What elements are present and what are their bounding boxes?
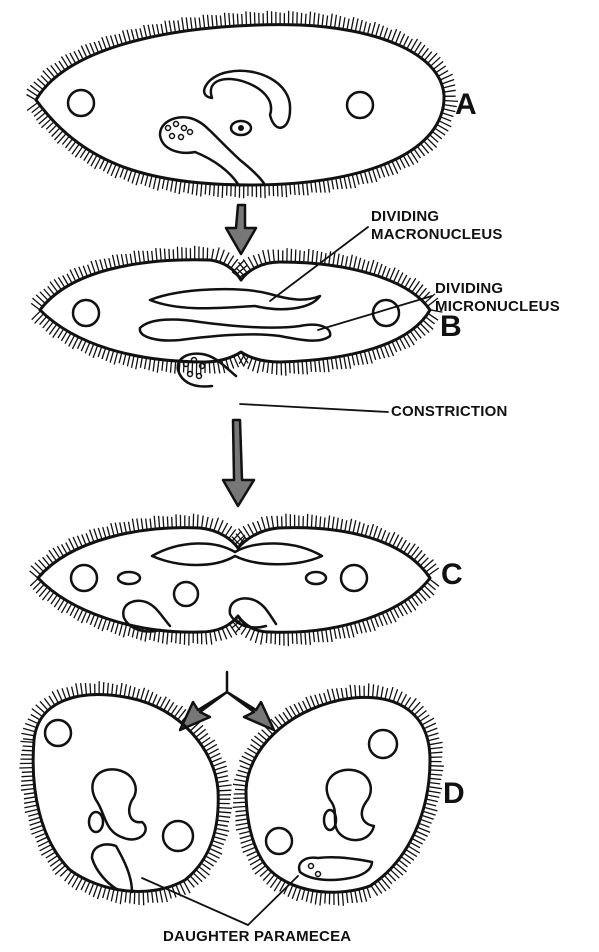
arrow-c-to-d-left [180, 692, 227, 730]
cell-d-left-micronucleus [89, 812, 103, 832]
cell-c-micronucleus-right [306, 572, 326, 584]
cell-a-food-vacuole-dots [166, 122, 193, 140]
stage-label-a: A [455, 90, 477, 120]
label-dividing-macronucleus-line1: DIVIDING [371, 208, 503, 226]
cell-c-outline-cilia [30, 514, 439, 647]
cell-a-contractile-vacuole-right [347, 92, 373, 118]
arrow-c-to-d-right [227, 692, 274, 730]
cell-a-contractile-vacuole-left [68, 90, 94, 116]
cell-c-vacuole-center [174, 582, 198, 606]
stage-label-b: B [440, 312, 462, 342]
cell-c-food-vacuole-right [230, 599, 276, 628]
cell-c-vacuole-left-outer [71, 565, 97, 591]
cell-c-vacuole-right-outer [341, 565, 367, 591]
stage-label-d: D [443, 779, 465, 809]
arrow-a-to-b [226, 205, 256, 254]
label-dividing-macronucleus-line2: MACRONUCLEUS [371, 226, 503, 244]
arrow-b-to-c [223, 420, 254, 506]
pointer-constriction [240, 404, 388, 412]
label-constriction: CONSTRICTION [391, 403, 508, 421]
cell-b-dividing-macronucleus [150, 289, 320, 309]
label-dividing-micronucleus: DIVIDING MICRONUCLEUS [435, 280, 560, 316]
cell-a-outline-cilia [27, 11, 458, 199]
stage-label-c: C [441, 560, 463, 590]
label-daughter-paramecea: DAUGHTER PARAMECEA [163, 928, 351, 946]
pointer-macronucleus [270, 227, 368, 301]
cell-c-food-vacuole-left [123, 601, 170, 632]
label-dividing-micronucleus-line1: DIVIDING [435, 280, 560, 298]
cell-c-micronucleus-left [118, 572, 140, 584]
cell-d-right-vacuole-bottom [266, 828, 292, 854]
cell-d-left-vacuole-bottom [163, 821, 193, 851]
pointer-micronucleus [318, 296, 432, 330]
cell-d-right-vacuole-top [369, 730, 397, 758]
cell-d-left-vacuole-top [45, 720, 71, 746]
cell-a-macronucleus [204, 71, 290, 128]
label-dividing-macronucleus: DIVIDING MACRONUCLEUS [371, 208, 503, 244]
label-dividing-micronucleus-line2: MICRONUCLEUS [435, 298, 560, 316]
cell-a-food-vacuole-gullet [160, 117, 265, 185]
cell-b-contractile-vacuole-left [73, 300, 99, 326]
cell-b-dividing-micronucleus [140, 320, 330, 341]
